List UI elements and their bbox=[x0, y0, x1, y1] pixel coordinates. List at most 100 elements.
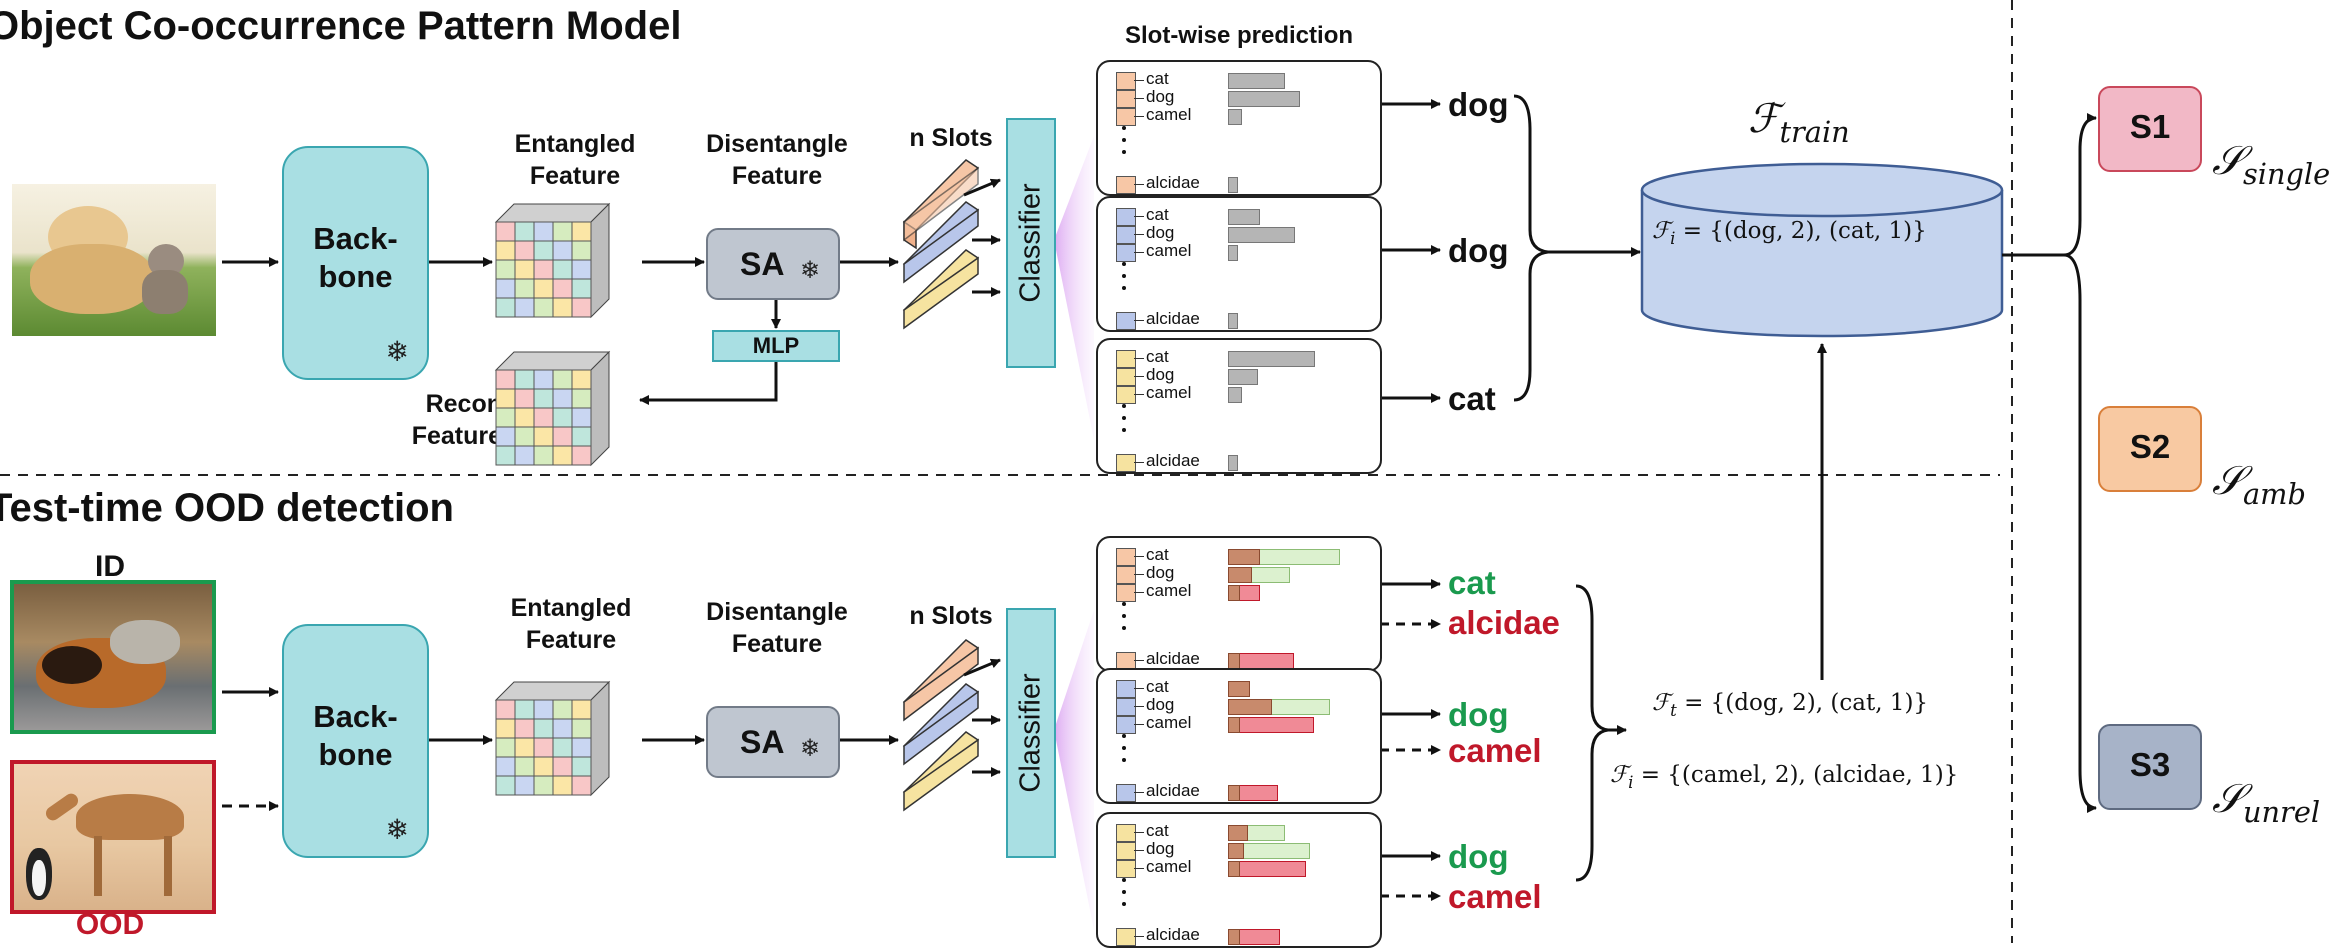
overlap-score-bar bbox=[1228, 567, 1252, 583]
slot-swatch bbox=[1116, 824, 1136, 842]
ellipsis-dot bbox=[1122, 734, 1126, 738]
s-sub: single bbox=[2242, 157, 2331, 192]
ellipsis-dot bbox=[1122, 286, 1126, 290]
ellipsis-dot bbox=[1122, 626, 1126, 630]
ood-label: OOD bbox=[75, 908, 145, 941]
score-bar bbox=[1228, 73, 1285, 89]
overlap-score-bar bbox=[1228, 843, 1244, 859]
scenario-label: S1 bbox=[2129, 108, 2171, 145]
scenario-s1-box: S1 bbox=[2098, 86, 2202, 172]
slot-swatch bbox=[1116, 698, 1136, 716]
slot-swatch bbox=[1116, 108, 1136, 126]
class-label: dog bbox=[1146, 563, 1175, 582]
fi-formula-top: ℱi = {(dog, 2), (cat, 1)} bbox=[1652, 218, 1927, 248]
id-prediction-label: cat bbox=[1448, 564, 1496, 601]
entangled-feature-label: Entangled Feature bbox=[510, 594, 632, 654]
slot-swatch bbox=[1116, 312, 1136, 330]
ellipsis-dot bbox=[1122, 416, 1126, 420]
s-sub: unrel bbox=[2242, 795, 2321, 830]
n-slots-label: n Slots bbox=[909, 124, 993, 152]
slot-swatch bbox=[1116, 90, 1136, 108]
score-bar bbox=[1228, 177, 1238, 193]
slot-swatch bbox=[1116, 860, 1136, 878]
ellipsis-dot bbox=[1122, 746, 1126, 750]
overlap-score-bar bbox=[1228, 653, 1240, 669]
overlap-score-bar bbox=[1228, 699, 1272, 715]
ood-camel-penguin-photo bbox=[10, 760, 216, 914]
recon-feature-label: Recon Feature bbox=[411, 390, 502, 450]
class-label: alcidae bbox=[1146, 173, 1200, 192]
backbone-label: Back- bone bbox=[313, 699, 398, 772]
slot-swatch bbox=[1116, 226, 1136, 244]
s-single-math: 𝒮single bbox=[2212, 138, 2331, 192]
scenario-label: S2 bbox=[2129, 428, 2171, 465]
snowflake-icon: ❄ bbox=[385, 336, 409, 367]
id-sleeping-dog-cat-photo bbox=[10, 580, 216, 734]
slot-attention-top: SA ❄ bbox=[706, 228, 840, 300]
slot-swatch bbox=[1116, 584, 1136, 602]
score-bar bbox=[1228, 109, 1242, 125]
class-label: dog bbox=[1146, 365, 1175, 384]
f-train-cylinder bbox=[1640, 162, 2004, 338]
class-label: camel bbox=[1146, 105, 1192, 124]
slot-swatch bbox=[1116, 842, 1136, 860]
n-slots-label: n Slots bbox=[909, 602, 993, 630]
ellipsis-dot bbox=[1122, 428, 1126, 432]
backbone-bottom: Back- bone ❄ bbox=[282, 624, 429, 858]
ellipsis-dot bbox=[1122, 758, 1126, 762]
s-sub: amb bbox=[2242, 477, 2306, 512]
scenario-s3-box: S3 bbox=[2098, 724, 2202, 810]
snowflake-icon: ❄ bbox=[385, 814, 409, 845]
disentangle-feature-label: Disentangle Feature bbox=[706, 130, 848, 190]
sa-label: SA bbox=[740, 246, 785, 282]
slot-swatch bbox=[1116, 208, 1136, 226]
ellipsis-dot bbox=[1122, 126, 1126, 130]
slot-bars-top bbox=[902, 159, 980, 330]
classifier-label: Classifier bbox=[1014, 183, 1047, 303]
slot-swatch bbox=[1116, 386, 1136, 404]
slot-swatch bbox=[1116, 784, 1136, 802]
slot-swatch bbox=[1116, 72, 1136, 90]
sa-label: SA bbox=[740, 724, 785, 760]
top-section-title: Object Co-occurrence Pattern Model bbox=[0, 4, 682, 48]
ellipsis-dot bbox=[1122, 262, 1126, 266]
ft-formula: ℱt = {(dog, 2), (cat, 1)} bbox=[1652, 690, 1929, 720]
class-label: dog bbox=[1146, 839, 1175, 858]
id-label: ID bbox=[95, 550, 125, 583]
puppy-kitten-photo bbox=[12, 184, 216, 336]
score-bar bbox=[1228, 313, 1238, 329]
class-label: alcidae bbox=[1146, 925, 1200, 944]
slot-wise-prediction-label: Slot-wise prediction bbox=[1124, 22, 1354, 49]
slot-swatch bbox=[1116, 716, 1136, 734]
ellipsis-dot bbox=[1122, 404, 1126, 408]
class-label: alcidae bbox=[1146, 649, 1200, 668]
class-label: cat bbox=[1146, 545, 1169, 564]
slot-bars-bottom bbox=[902, 639, 980, 812]
ellipsis-dot bbox=[1122, 150, 1126, 154]
ood-prediction-label: alcidae bbox=[1448, 604, 1560, 641]
ellipsis-dot bbox=[1122, 274, 1126, 278]
class-label: cat bbox=[1146, 205, 1169, 224]
snowflake-icon: ❄ bbox=[800, 257, 821, 284]
ellipsis-dot bbox=[1122, 878, 1126, 882]
bottom-section-title: Test-time OOD detection bbox=[0, 486, 454, 530]
backbone-label: Back- bone bbox=[313, 221, 398, 294]
class-label: camel bbox=[1146, 857, 1192, 876]
class-label: cat bbox=[1146, 677, 1169, 696]
class-label: alcidae bbox=[1146, 309, 1200, 328]
recon-feature-cube bbox=[494, 350, 611, 467]
slot-swatch bbox=[1116, 244, 1136, 262]
slot-swatch bbox=[1116, 566, 1136, 584]
snowflake-icon: ❄ bbox=[800, 735, 821, 762]
entangled-feature-label: Entangled Feature bbox=[514, 130, 636, 190]
overlap-score-bar bbox=[1228, 681, 1250, 697]
slot-swatch bbox=[1116, 928, 1136, 946]
id-prediction-label: dog bbox=[1448, 838, 1509, 875]
overlap-score-bar bbox=[1228, 825, 1248, 841]
prediction-label: dog bbox=[1448, 232, 1509, 269]
backbone-top: Back- bone ❄ bbox=[282, 146, 429, 380]
